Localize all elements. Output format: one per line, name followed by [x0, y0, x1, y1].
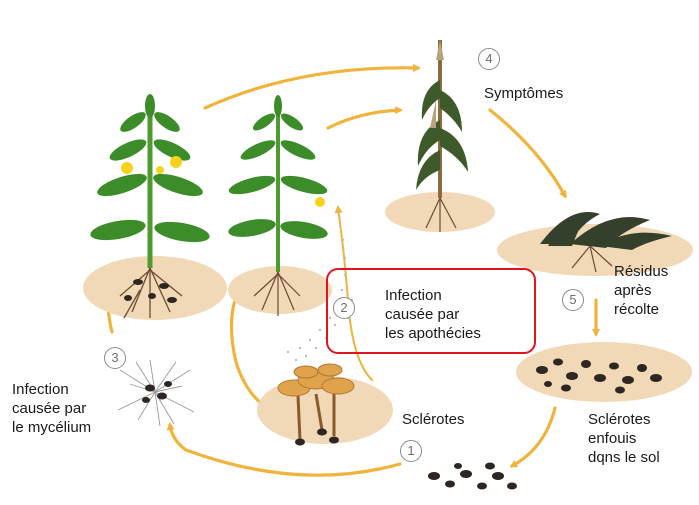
label-residues: Résidus après récolte [614, 262, 668, 319]
label-buried-sclerotia: Sclérotes enfouis dqns le sol [588, 410, 660, 467]
label-line: récolte [614, 300, 668, 319]
label-line: causée par [12, 399, 91, 418]
label-line: Infection [12, 380, 91, 399]
label-symptoms: Symptômes [484, 84, 563, 103]
label-sclerotia: Sclérotes [402, 410, 465, 429]
step-number-3: 3 [104, 347, 126, 369]
step-number-5: 5 [562, 289, 584, 311]
highlight-box [326, 268, 536, 354]
label-mycelium-infection: Infection causée par le mycélium [12, 380, 91, 437]
arrow-symptoms-to-residues [490, 110, 565, 196]
mycelium [118, 360, 194, 426]
label-line: Sclérotes [588, 410, 660, 429]
arrow-plant-to-plant [328, 110, 400, 128]
label-line: Résidus [614, 262, 668, 281]
arrow-buried-to-sclerotia [512, 408, 555, 466]
label-line: dqns le sol [588, 448, 660, 467]
sclerotia [428, 463, 517, 490]
step-number-4: 4 [478, 48, 500, 70]
step-number-1: 1 [400, 440, 422, 462]
label-line: enfouis [588, 429, 660, 448]
arrow-infection-to-symptoms [205, 68, 418, 108]
label-line: après [614, 281, 668, 300]
label-line: le mycélium [12, 418, 91, 437]
label-line: Symptômes [484, 84, 563, 103]
label-line: Sclérotes [402, 410, 465, 429]
